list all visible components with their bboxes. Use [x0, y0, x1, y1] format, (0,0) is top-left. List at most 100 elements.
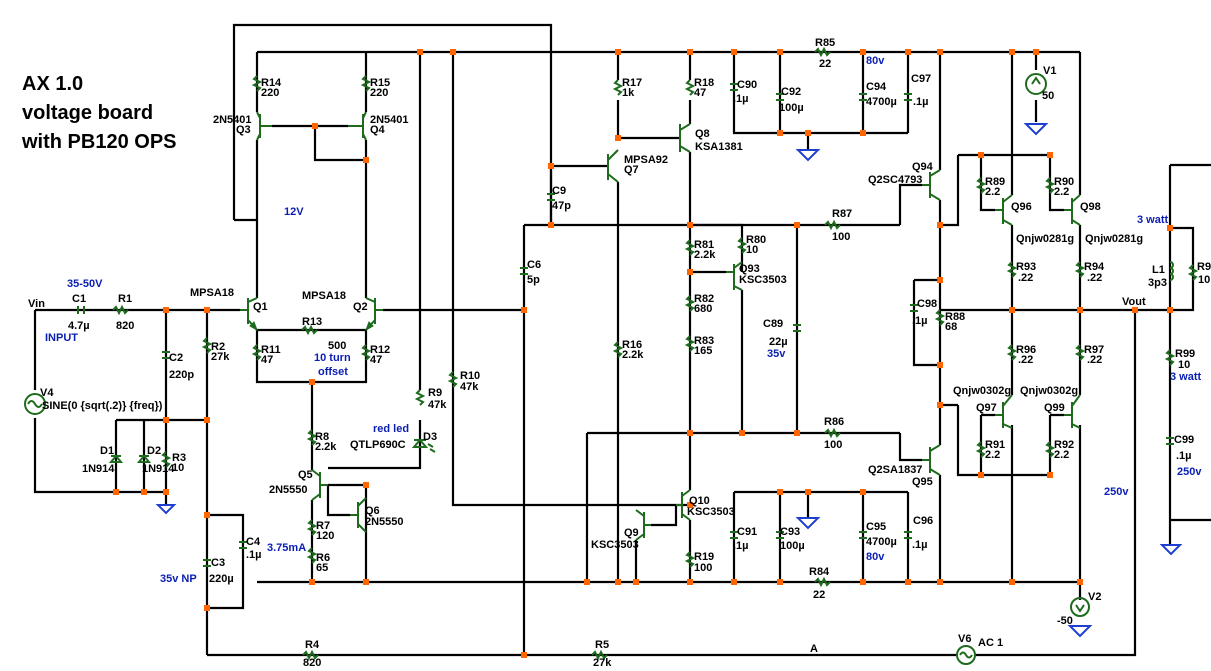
label-q4-type: 2N5401	[370, 114, 409, 126]
label-c89-value: 22µ	[769, 336, 788, 348]
note-c94-voltage: 80v	[866, 55, 885, 67]
label-r86-value: 100	[824, 439, 842, 451]
label-q6: Q6	[365, 505, 380, 517]
label-c92-value: 100µ	[779, 102, 804, 114]
label-q9-type: KSC3503	[591, 539, 639, 551]
note-turn-offset-1: 10 turn	[314, 352, 351, 364]
sources	[24, 73, 1090, 665]
label-r90: R90	[1054, 176, 1074, 188]
label-v6: V6	[958, 633, 971, 645]
label-r82-value: 680	[694, 303, 712, 315]
label-r10: R10	[460, 370, 480, 382]
label-q3-type: 2N5401	[213, 114, 252, 126]
label-q97-type: Qnjw0302g	[953, 385, 1011, 397]
label-q95-type: Q2SA1837	[868, 464, 922, 476]
transistor-q5	[311, 469, 328, 501]
label-r9: R9	[428, 387, 442, 399]
label-r11: R11	[261, 344, 281, 356]
label-c99-value: .1µ	[1176, 450, 1192, 462]
label-r84: R84	[809, 566, 830, 578]
label-r91-value: 2.2	[985, 449, 1000, 461]
transistor-q3	[256, 111, 272, 141]
label-c3: C3	[211, 557, 225, 569]
label-r92-value: 2.2	[1054, 449, 1069, 461]
label-r9x-value: 10	[1198, 274, 1210, 286]
label-vout: Vout	[1122, 296, 1146, 308]
label-c97-value: .1µ	[913, 96, 929, 108]
label-q6-type: 2N5550	[365, 516, 404, 528]
transistor-q1	[240, 297, 258, 332]
label-r5: R5	[595, 639, 609, 651]
label-c9: C9	[552, 185, 566, 197]
label-c1: C1	[72, 293, 86, 305]
transistor-q6	[350, 497, 367, 533]
label-c6-value: 5p	[527, 274, 540, 286]
label-r13-value: 500	[328, 340, 346, 352]
label-r83: R83	[694, 335, 714, 347]
transistor-q7	[607, 149, 619, 183]
component-labels: Vin C1 4.7µ R1 820 MPSA18 Q1 MPSA18 Q2 R…	[28, 37, 1211, 669]
label-r80: R80	[746, 234, 766, 246]
diodes	[108, 438, 436, 463]
label-c98: C98	[917, 298, 937, 310]
label-q98: Q98	[1080, 201, 1101, 213]
label-r16: R16	[622, 339, 642, 351]
ground-symbols	[155, 123, 1183, 638]
label-r86: R86	[824, 416, 844, 428]
label-r97: R97	[1084, 344, 1104, 356]
label-r81: R81	[694, 239, 714, 251]
label-r13: R13	[302, 316, 322, 328]
label-c93-value: 100µ	[780, 540, 805, 552]
label-r4: R4	[305, 639, 320, 651]
note-250v-b: 250v	[1177, 466, 1202, 478]
transistor-q95	[922, 444, 941, 476]
transistor-q10	[676, 489, 691, 521]
label-r83-value: 165	[694, 345, 712, 357]
label-r3-value: 10	[172, 462, 184, 474]
label-c94: C94	[866, 81, 887, 93]
label-r14: R14	[261, 77, 282, 89]
label-q7: Q7	[624, 164, 639, 176]
label-r8-value: 2.2k	[315, 441, 337, 453]
label-q99: Q99	[1044, 402, 1065, 414]
label-r11-value: 47	[261, 354, 273, 366]
label-r99: R99	[1175, 348, 1195, 360]
label-c93: C93	[780, 526, 800, 538]
label-v4-value: SINE(0 {sqrt(.2)} {freq})	[42, 400, 163, 412]
note-3watt-b: 3 watt	[1170, 371, 1202, 383]
label-v1-value: 50	[1042, 90, 1054, 102]
label-r89-value: 2.2	[985, 186, 1000, 198]
label-v6-value: AC 1	[978, 637, 1003, 649]
label-r4-value: 820	[303, 657, 321, 669]
label-c97: C97	[911, 73, 931, 85]
label-v2-value: -50	[1057, 615, 1073, 627]
label-r88: R88	[945, 311, 965, 323]
label-c89: C89	[763, 318, 783, 330]
note-input: INPUT	[45, 332, 78, 344]
label-v4: V4	[40, 387, 54, 399]
label-c90-value: .1µ	[733, 93, 749, 105]
label-r19-value: 100	[694, 562, 712, 574]
note-3watt-a: 3 watt	[1137, 214, 1169, 226]
label-r93: R93	[1016, 261, 1036, 273]
transistor-q4	[348, 111, 367, 141]
label-r15: R15	[370, 77, 390, 89]
resistors	[112, 46, 1199, 661]
label-c2: C2	[169, 352, 183, 364]
label-r91: R91	[985, 439, 1005, 451]
label-r12-value: 47	[370, 354, 382, 366]
label-r8: R8	[315, 431, 329, 443]
label-c94-value: 4700µ	[866, 96, 897, 108]
schematic-title: AX 1.0 voltage board with PB120 OPS	[21, 73, 177, 153]
note-turn-offset-2: offset	[318, 366, 348, 378]
transistor-q96	[995, 194, 1013, 226]
label-r6: R6	[316, 552, 330, 564]
label-q10-type: KSC3503	[687, 506, 735, 518]
label-q98-type: Qnjw0281g	[1085, 233, 1143, 245]
label-r7-value: 120	[316, 530, 334, 542]
label-r87: R87	[832, 208, 852, 220]
note-red-led: red led	[373, 423, 409, 435]
label-r9-value: 47k	[428, 399, 447, 411]
label-q10: Q10	[689, 495, 710, 507]
label-c3-value: 220µ	[209, 573, 234, 585]
